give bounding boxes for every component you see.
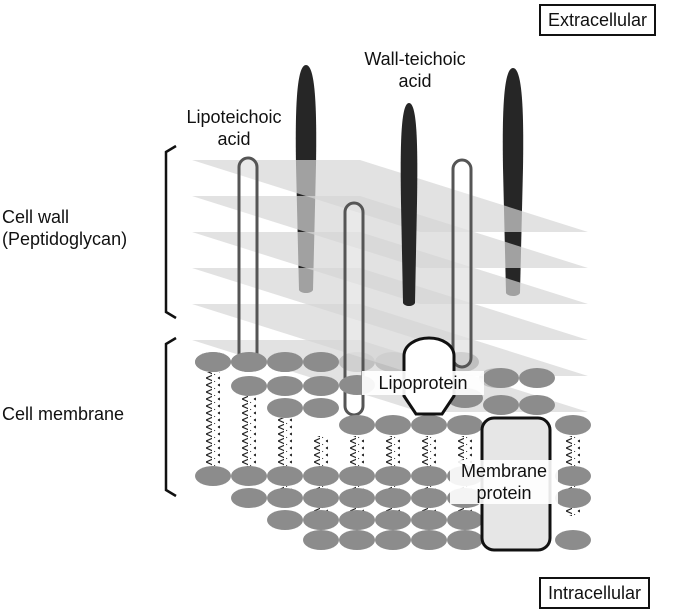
lipid-head-step-1 xyxy=(231,352,267,372)
wall-teichoic-acid-label: Wall-teichoic acid xyxy=(340,48,490,92)
lipid-head-lower3-1 xyxy=(267,510,303,530)
lipid-head-lower4-6 xyxy=(555,530,591,550)
cell-wall-bracket xyxy=(164,144,177,320)
lipid-head-step-3 xyxy=(303,376,339,396)
lipid-head-upper-6 xyxy=(375,415,411,435)
lipid-head-lower4-4 xyxy=(411,530,447,550)
lipoteichoic-line1: Lipoteichoic xyxy=(186,107,282,127)
lipid-tail-b-1 xyxy=(214,372,220,466)
lipid-tail-a-3 xyxy=(278,418,284,500)
wall-teichoic-line1: Wall-teichoic xyxy=(364,49,466,69)
lipid-head-lower4-2 xyxy=(339,530,375,550)
lipid-head-lower1-5 xyxy=(339,466,375,486)
lipid-tail-b-2 xyxy=(250,396,256,476)
lipid-head-lower1-4 xyxy=(303,466,339,486)
cell-membrane-bracket xyxy=(164,336,177,498)
lipoteichoic-acid-label: Lipoteichoic acid xyxy=(168,106,300,150)
wall-teichoic-line2: acid xyxy=(398,71,432,91)
lipid-head-lower1-1 xyxy=(195,466,231,486)
lipoteichoic-line2: acid xyxy=(217,129,251,149)
lipid-head-upper-5 xyxy=(339,415,375,435)
lipid-head-step-5 xyxy=(303,352,339,372)
lipoteichoic-acid-1 xyxy=(237,156,259,372)
lipid-head-lower2-5 xyxy=(375,488,411,508)
peptidoglycan-layer-4 xyxy=(192,268,588,340)
lipid-tail-a-1 xyxy=(206,372,212,466)
lipid-head-lower4-1 xyxy=(303,530,339,550)
lipid-head-upper-3 xyxy=(267,398,303,418)
lipoteichoic-acid-3 xyxy=(451,158,473,369)
lipid-head-lower3-5 xyxy=(411,510,447,530)
lipid-head-step-9 xyxy=(519,368,555,388)
membrane-protein-line2: protein xyxy=(476,483,532,503)
lipid-tail-a-2 xyxy=(242,396,248,476)
peptidoglycan-layer-1 xyxy=(192,160,588,232)
lipid-head-upper-7 xyxy=(411,415,447,435)
lipid-head-lower2-3 xyxy=(303,488,339,508)
lipid-head-lower1-3 xyxy=(267,466,303,486)
lipid-head-lower3-3 xyxy=(339,510,375,530)
lipid-head-lower2-2 xyxy=(267,488,303,508)
cell-membrane-label: Cell membrane xyxy=(2,404,125,424)
wall-teichoic-acid-2 xyxy=(502,68,524,296)
peptidoglycan-layer-3 xyxy=(192,232,588,304)
lipid-head-lower2-6 xyxy=(411,488,447,508)
cell-wall-label: Cell wall (Peptidoglycan) xyxy=(2,206,127,250)
lipid-head-lower1-2 xyxy=(231,466,267,486)
lipid-head-lower1-7 xyxy=(411,466,447,486)
lipid-head-lower2-1 xyxy=(231,488,267,508)
lipid-head-lower3-6 xyxy=(447,510,483,530)
lipid-head-lower4-5 xyxy=(447,530,483,550)
lipid-head-lower3-2 xyxy=(303,510,339,530)
lipid-head-lower4-3 xyxy=(375,530,411,550)
cell-wall-line1: Cell wall xyxy=(2,207,70,227)
lipid-head-upper-4 xyxy=(303,398,339,418)
lipid-head-lower1-6 xyxy=(375,466,411,486)
lipid-head-lower1-9 xyxy=(555,466,591,486)
lipid-head-step-8 xyxy=(483,368,519,388)
lipid-head-step-2 xyxy=(267,376,303,396)
lipid-head-upper-2 xyxy=(231,376,267,396)
lipid-head-upper-9 xyxy=(483,395,519,415)
lipid-tail-b-3 xyxy=(286,418,292,500)
lipid-head-upper-1 xyxy=(195,352,231,372)
intracellular-label: Intracellular xyxy=(539,577,651,609)
lipid-head-lower3-4 xyxy=(375,510,411,530)
lipid-head-upper-8 xyxy=(447,415,483,435)
peptidoglycan-layer-2 xyxy=(192,196,588,268)
extracellular-label: Extracellular xyxy=(539,4,657,36)
lipid-head-step-10 xyxy=(555,415,591,435)
membrane-protein-line1: Membrane xyxy=(460,461,548,481)
lipoteichoic-acid-2 xyxy=(343,201,365,417)
lipid-head-lower2-4 xyxy=(339,488,375,508)
lipoprotein-label: Lipoprotein xyxy=(362,371,484,395)
cell-wall-line2: (Peptidoglycan) xyxy=(2,229,128,249)
lipid-head-step-4 xyxy=(267,352,303,372)
peptidoglycan-layer-5 xyxy=(192,304,588,376)
wall-teichoic-acid-3 xyxy=(400,103,418,306)
lipid-head-lower2-8 xyxy=(555,488,591,508)
lipid-head-upper-10 xyxy=(519,395,555,415)
membrane-protein-label: Membrane protein xyxy=(450,460,558,504)
